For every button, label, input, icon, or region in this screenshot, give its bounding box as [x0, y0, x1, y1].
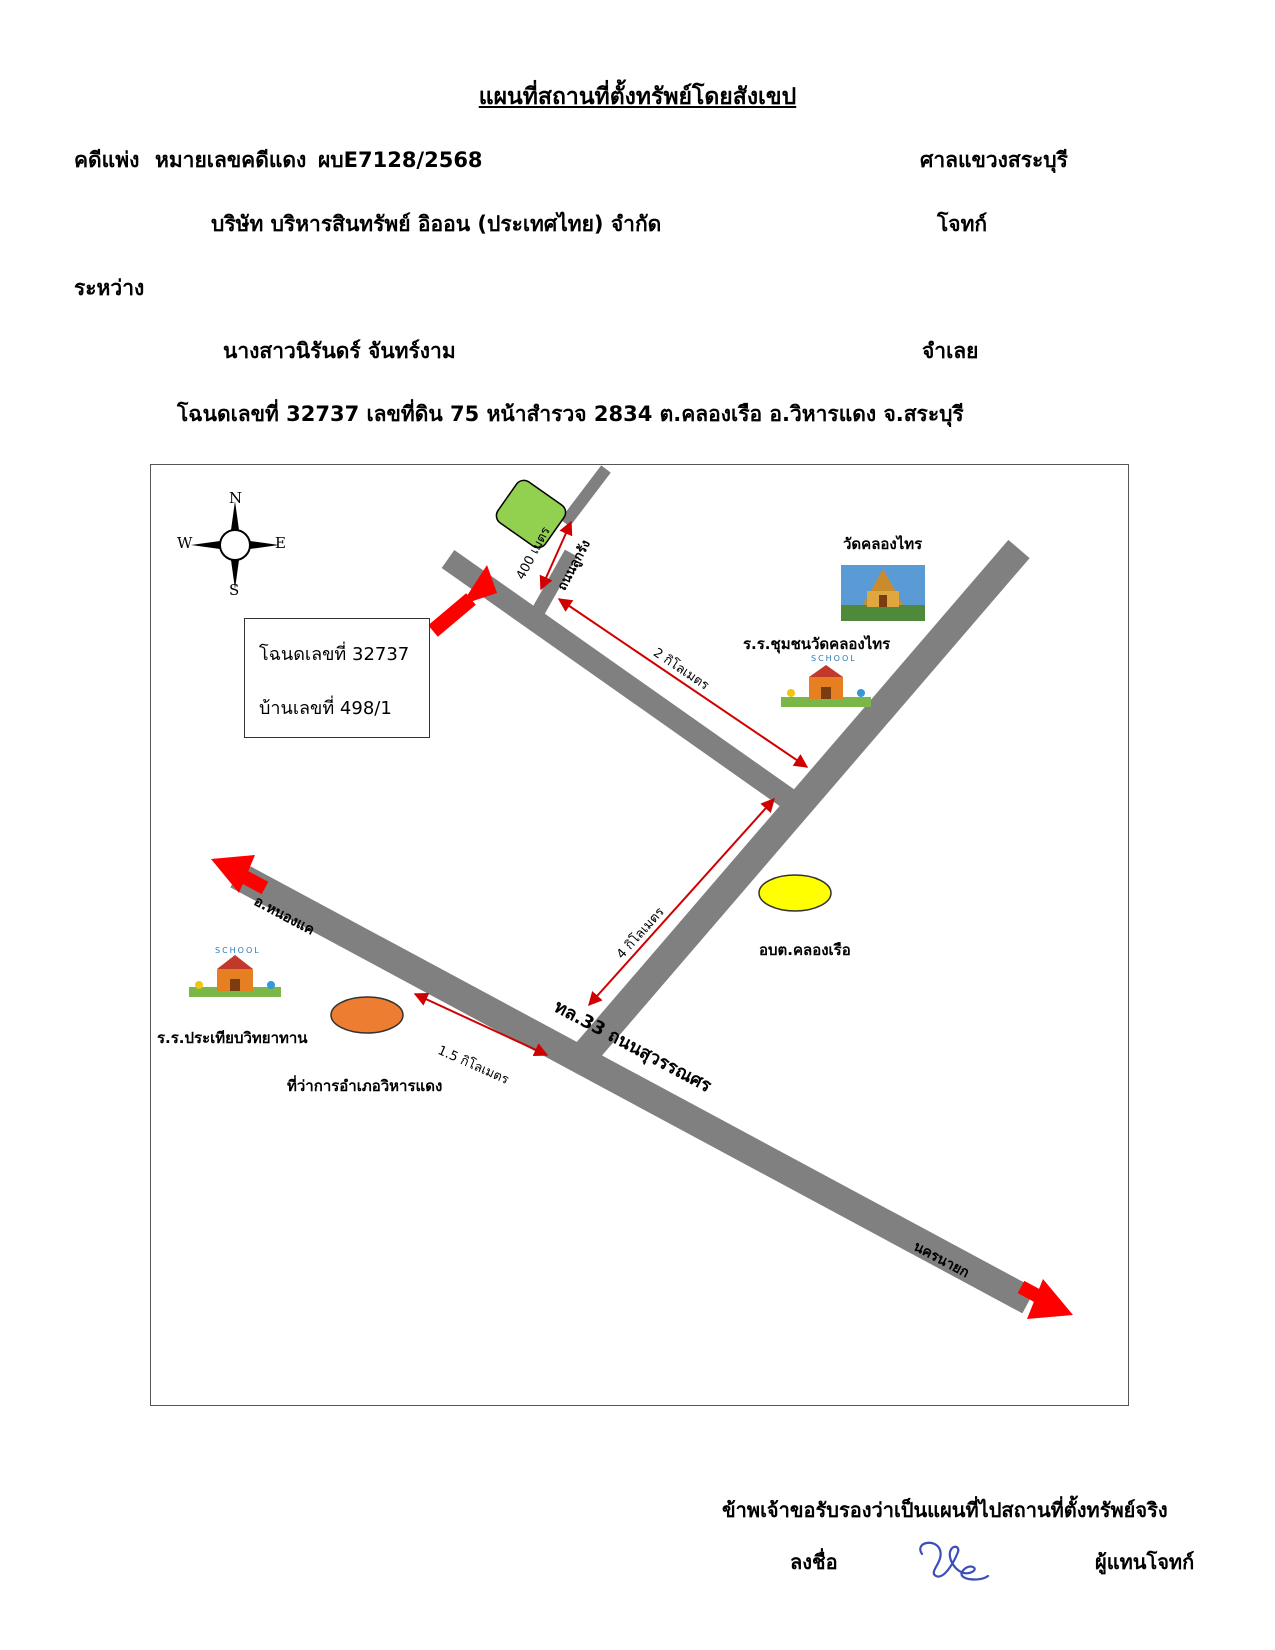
temple-school-label: ร.ร.ชุมชนวัดคลองไทร — [743, 635, 891, 653]
distance-arrow-1-5km — [413, 992, 549, 1057]
case-number: ผบE7128/2568 — [318, 148, 483, 172]
pointer-arrow-head — [461, 565, 497, 605]
distance-arrow-400m — [539, 520, 573, 591]
representative-label: ผู้แทนโจทก์ — [1095, 1550, 1195, 1574]
plaintiff-role: โจทก์ — [937, 212, 988, 236]
compass-north: N — [229, 489, 243, 507]
distance-arrow-4km — [588, 797, 775, 1007]
school-sign: SCHOOL — [811, 654, 857, 663]
sao-label: อบต.คลองเรือ — [759, 941, 851, 959]
temple-picture-icon — [841, 565, 925, 621]
deed-number: โฉนดเลขที่ 32737 — [259, 644, 410, 665]
arrow-east-head — [1027, 1279, 1073, 1319]
compass-south: S — [229, 581, 240, 599]
between-label: ระหว่าง — [74, 276, 145, 300]
school-sign: SCHOOL — [215, 946, 261, 955]
distance-arrow-2km — [557, 598, 809, 768]
road-to-temple — [573, 539, 1030, 1065]
deed-info-box: โฉนดเลขที่ 32737 บ้านเลขที่ 498/1 — [244, 618, 430, 738]
laterite-road — [441, 550, 800, 811]
road-north-spur — [560, 465, 611, 527]
map-frame: N S E W โฉนดเลขที่ 32737 บ้านเลขที่ 498/… — [150, 464, 1129, 1406]
defendant-role: จำเลย — [922, 339, 979, 363]
district-office-marker — [330, 996, 404, 1034]
case-number-label: หมายเลขคดีแดง — [155, 148, 307, 172]
sao-marker — [758, 874, 832, 912]
temple-label: วัดคลองไทร — [843, 535, 923, 553]
pointer-arrow-shaft — [428, 593, 476, 637]
signature-label: ลงชื่อ — [790, 1550, 838, 1574]
compass-east: E — [275, 534, 286, 552]
document-title: แผนที่สถานที่ตั้งทรัพย์โดยสังเขป — [478, 84, 797, 110]
certification-statement: ข้าพเจ้าขอรับรองว่าเป็นแผนที่ไปสถานที่ตั… — [722, 1498, 1168, 1522]
case-type-label: คดีแพ่ง — [74, 148, 140, 172]
property-description: โฉนดเลขที่ 32737 เลขที่ดิน 75 หน้าสำรวจ … — [177, 402, 964, 426]
compass-rose-icon — [191, 501, 279, 589]
compass-west: W — [177, 534, 193, 552]
arrow-west-head — [211, 855, 255, 893]
defendant-name: นางสาวนิรันดร์ จันทร์งาม — [223, 339, 456, 363]
west-school-label: ร.ร.ประเทียบวิทยาทาน — [157, 1029, 308, 1047]
court-name: ศาลแขวงสระบุรี — [920, 148, 1068, 172]
signature-scribble — [919, 1541, 990, 1581]
school-picture-icon — [781, 661, 871, 707]
highway-33 — [230, 862, 1036, 1314]
plaintiff-name: บริษัท บริหารสินทรัพย์ อิออน (ประเทศไทย)… — [211, 212, 662, 236]
school-picture-icon — [189, 953, 281, 997]
house-number: บ้านเลขที่ 498/1 — [259, 698, 392, 719]
map-drawing — [189, 465, 1073, 1319]
district-office-label: ที่ว่าการอำเภอวิหารแดง — [287, 1077, 443, 1095]
